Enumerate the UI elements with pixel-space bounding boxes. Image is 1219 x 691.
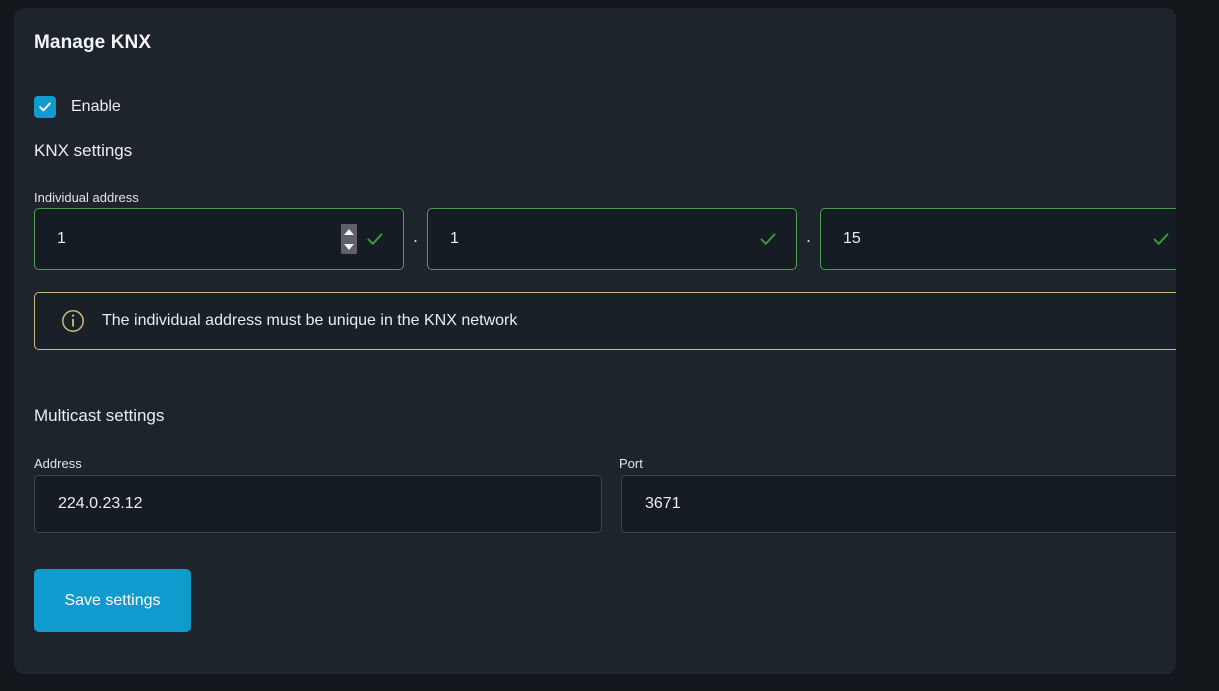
enable-checkbox[interactable] — [34, 96, 56, 118]
check-icon — [760, 233, 776, 245]
valid-check-icon-device — [1151, 229, 1171, 249]
check-icon — [367, 233, 383, 245]
individual-address-field-line[interactable]: 1 — [427, 208, 797, 270]
enable-label: Enable — [71, 98, 121, 115]
address-separator-dot-label: . — [413, 226, 418, 246]
stepper-up-icon[interactable] — [344, 228, 354, 235]
address-separator-dot: . — [797, 208, 820, 270]
individual-address-field-area[interactable]: 1 — [34, 208, 404, 270]
multicast-port-label: Port — [619, 456, 643, 471]
check-icon — [39, 102, 51, 112]
knx-settings-heading: KNX settings — [34, 141, 133, 160]
individual-address-input-area[interactable]: 1 — [57, 230, 66, 247]
multicast-address-field[interactable]: 224.0.23.12 — [34, 475, 602, 533]
info-circle-icon — [62, 310, 84, 332]
valid-check-icon-line — [758, 229, 778, 249]
info-banner-message: The individual address must be unique in… — [102, 312, 518, 329]
valid-check-icon-area — [365, 229, 385, 249]
save-settings-button[interactable]: Save settings — [34, 569, 191, 632]
manage-knx-card: Manage KNX Enable KNX settings Individua… — [14, 8, 1176, 674]
info-banner: The individual address must be unique in… — [34, 292, 1176, 350]
individual-address-field-device[interactable]: 15 — [820, 208, 1176, 270]
number-stepper-area[interactable] — [341, 224, 357, 254]
page-title: Manage KNX — [34, 32, 152, 53]
multicast-settings-heading: Multicast settings — [34, 406, 165, 425]
multicast-port-input[interactable]: 3671 — [645, 495, 681, 512]
address-separator-dot: . — [404, 208, 427, 270]
individual-address-input-device[interactable]: 15 — [843, 230, 861, 247]
individual-address-input-line[interactable]: 1 — [450, 230, 459, 247]
enable-checkbox-row[interactable]: Enable — [34, 95, 121, 119]
multicast-address-input[interactable]: 224.0.23.12 — [58, 495, 143, 512]
check-icon — [1153, 233, 1169, 245]
stepper-down-icon[interactable] — [344, 243, 354, 250]
address-separator-dot-label: . — [806, 226, 811, 246]
individual-address-row: 1 . 1 . 15 — [34, 208, 1176, 270]
multicast-port-field[interactable]: 3671 — [621, 475, 1176, 533]
individual-address-label: Individual address — [34, 190, 139, 205]
multicast-address-label: Address — [34, 456, 82, 471]
